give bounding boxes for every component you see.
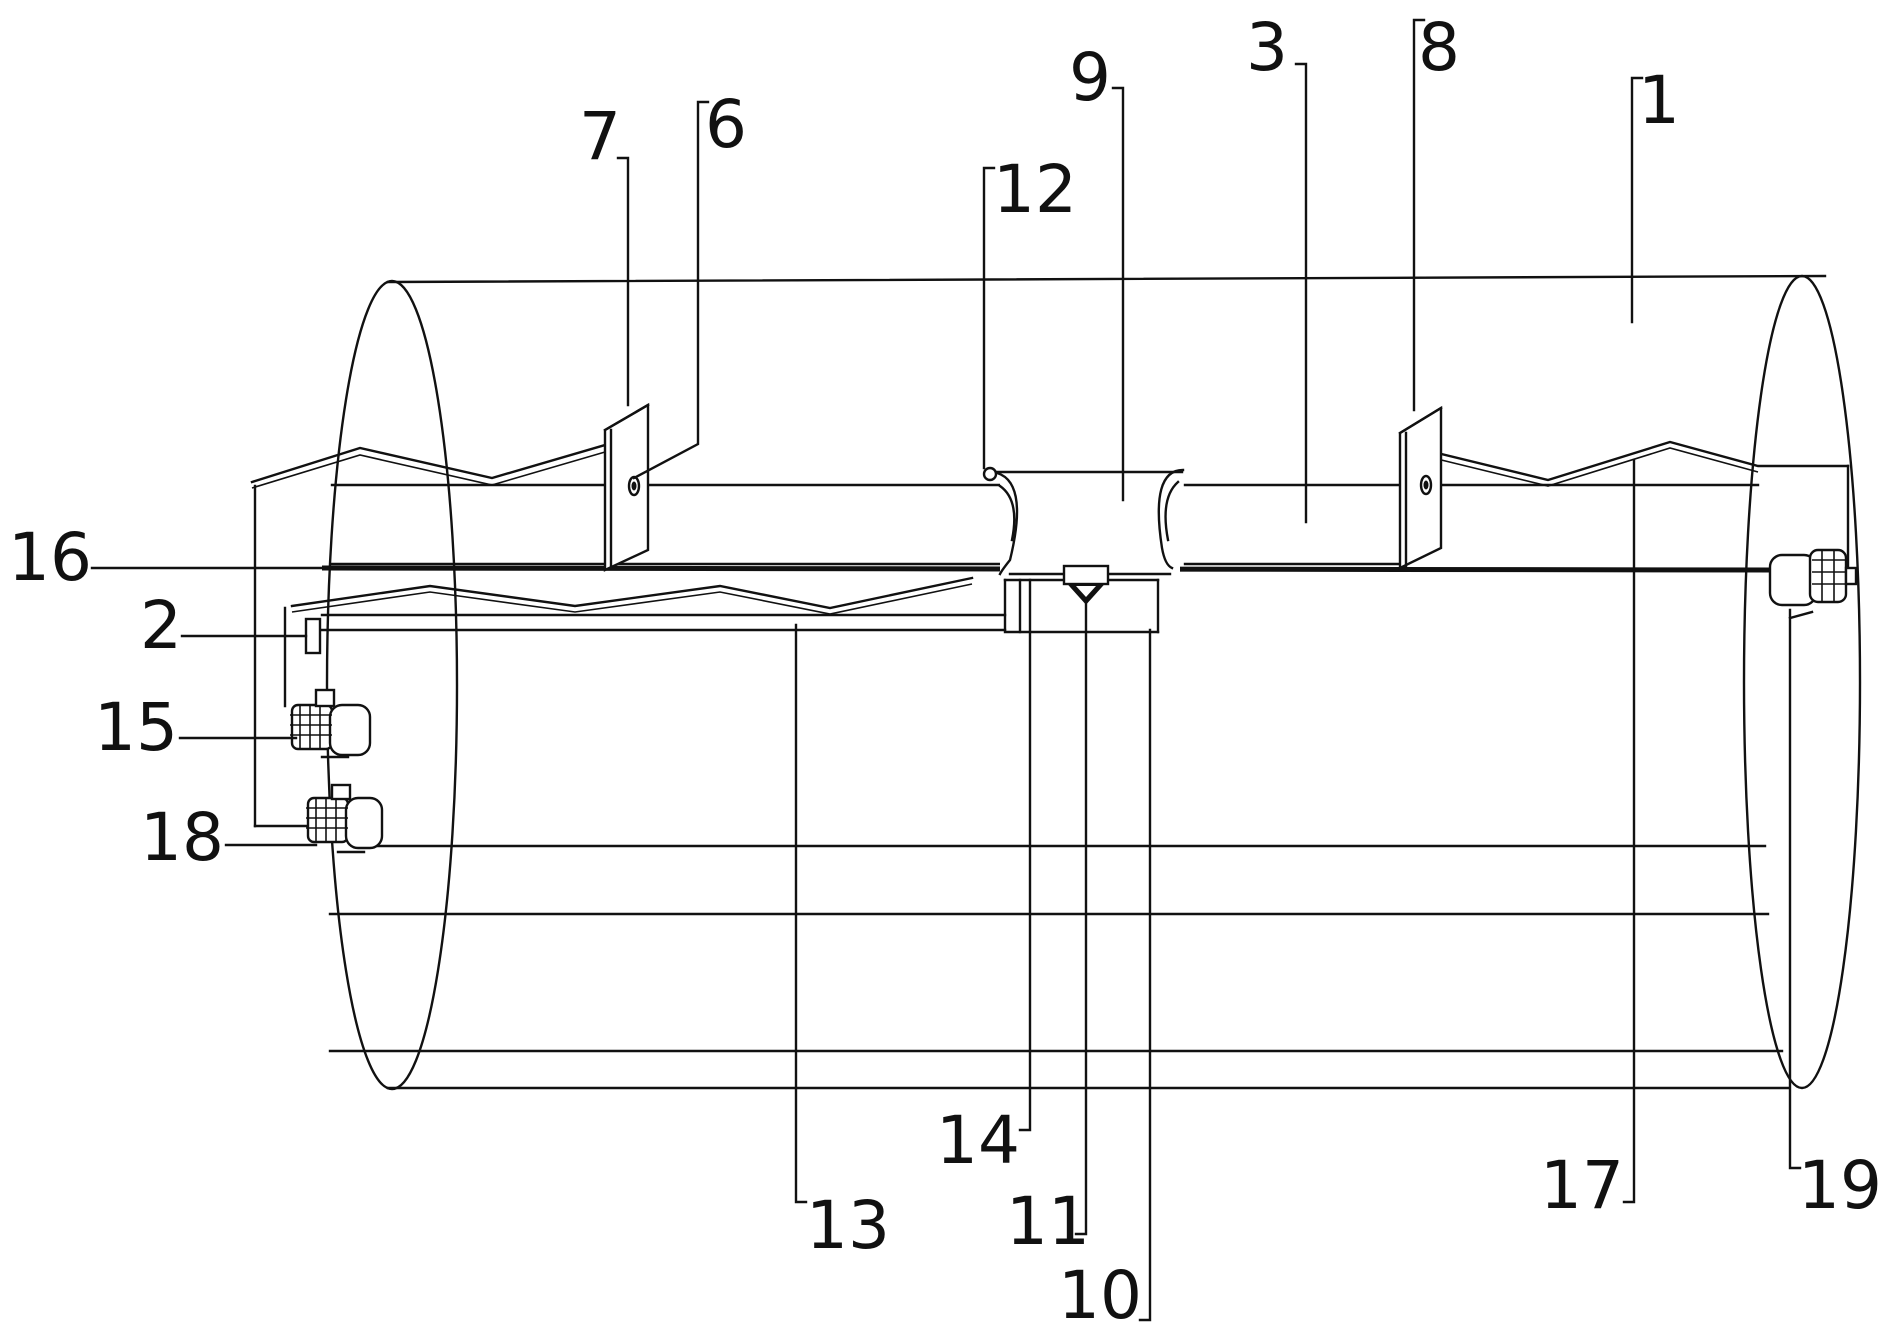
label-11: 11 xyxy=(1006,1183,1090,1260)
left-plate xyxy=(603,402,650,572)
upper-cable-right xyxy=(1423,440,1850,570)
label-13: 13 xyxy=(806,1187,890,1264)
motor-18 xyxy=(306,783,384,854)
label-8: 8 xyxy=(1418,9,1460,86)
motor-15 xyxy=(290,688,372,759)
label-7: 7 xyxy=(579,98,621,175)
label-17: 17 xyxy=(1540,1147,1624,1224)
label-15: 15 xyxy=(94,689,178,766)
label-18: 18 xyxy=(140,799,224,876)
label-2: 2 xyxy=(140,587,182,664)
label-10: 10 xyxy=(1058,1257,1142,1334)
label-3: 3 xyxy=(1246,9,1288,86)
number-labels: 1 3 8 9 12 6 7 16 2 15 18 14 13 11 10 17… xyxy=(8,9,1882,1334)
nozzle xyxy=(1062,564,1110,605)
lower-cable xyxy=(283,576,974,708)
motor-19 xyxy=(1768,548,1858,620)
lower-rail xyxy=(320,578,1007,632)
leader-lines xyxy=(90,18,1802,1322)
label-9: 9 xyxy=(1069,39,1111,116)
bearing-hole-left xyxy=(627,475,641,497)
label-16: 16 xyxy=(8,519,92,596)
label-14: 14 xyxy=(936,1102,1020,1179)
guide-shaft xyxy=(330,483,1402,566)
label-12: 12 xyxy=(993,151,1077,228)
label-1: 1 xyxy=(1638,62,1680,139)
tank-body xyxy=(325,274,1862,1091)
label-19: 19 xyxy=(1798,1147,1882,1224)
slider-sleeve xyxy=(991,468,1185,576)
bearing-hole-right xyxy=(1419,474,1433,496)
sensor-bracket xyxy=(304,617,322,655)
sleeve-ring xyxy=(982,466,998,482)
label-6: 6 xyxy=(705,86,747,163)
